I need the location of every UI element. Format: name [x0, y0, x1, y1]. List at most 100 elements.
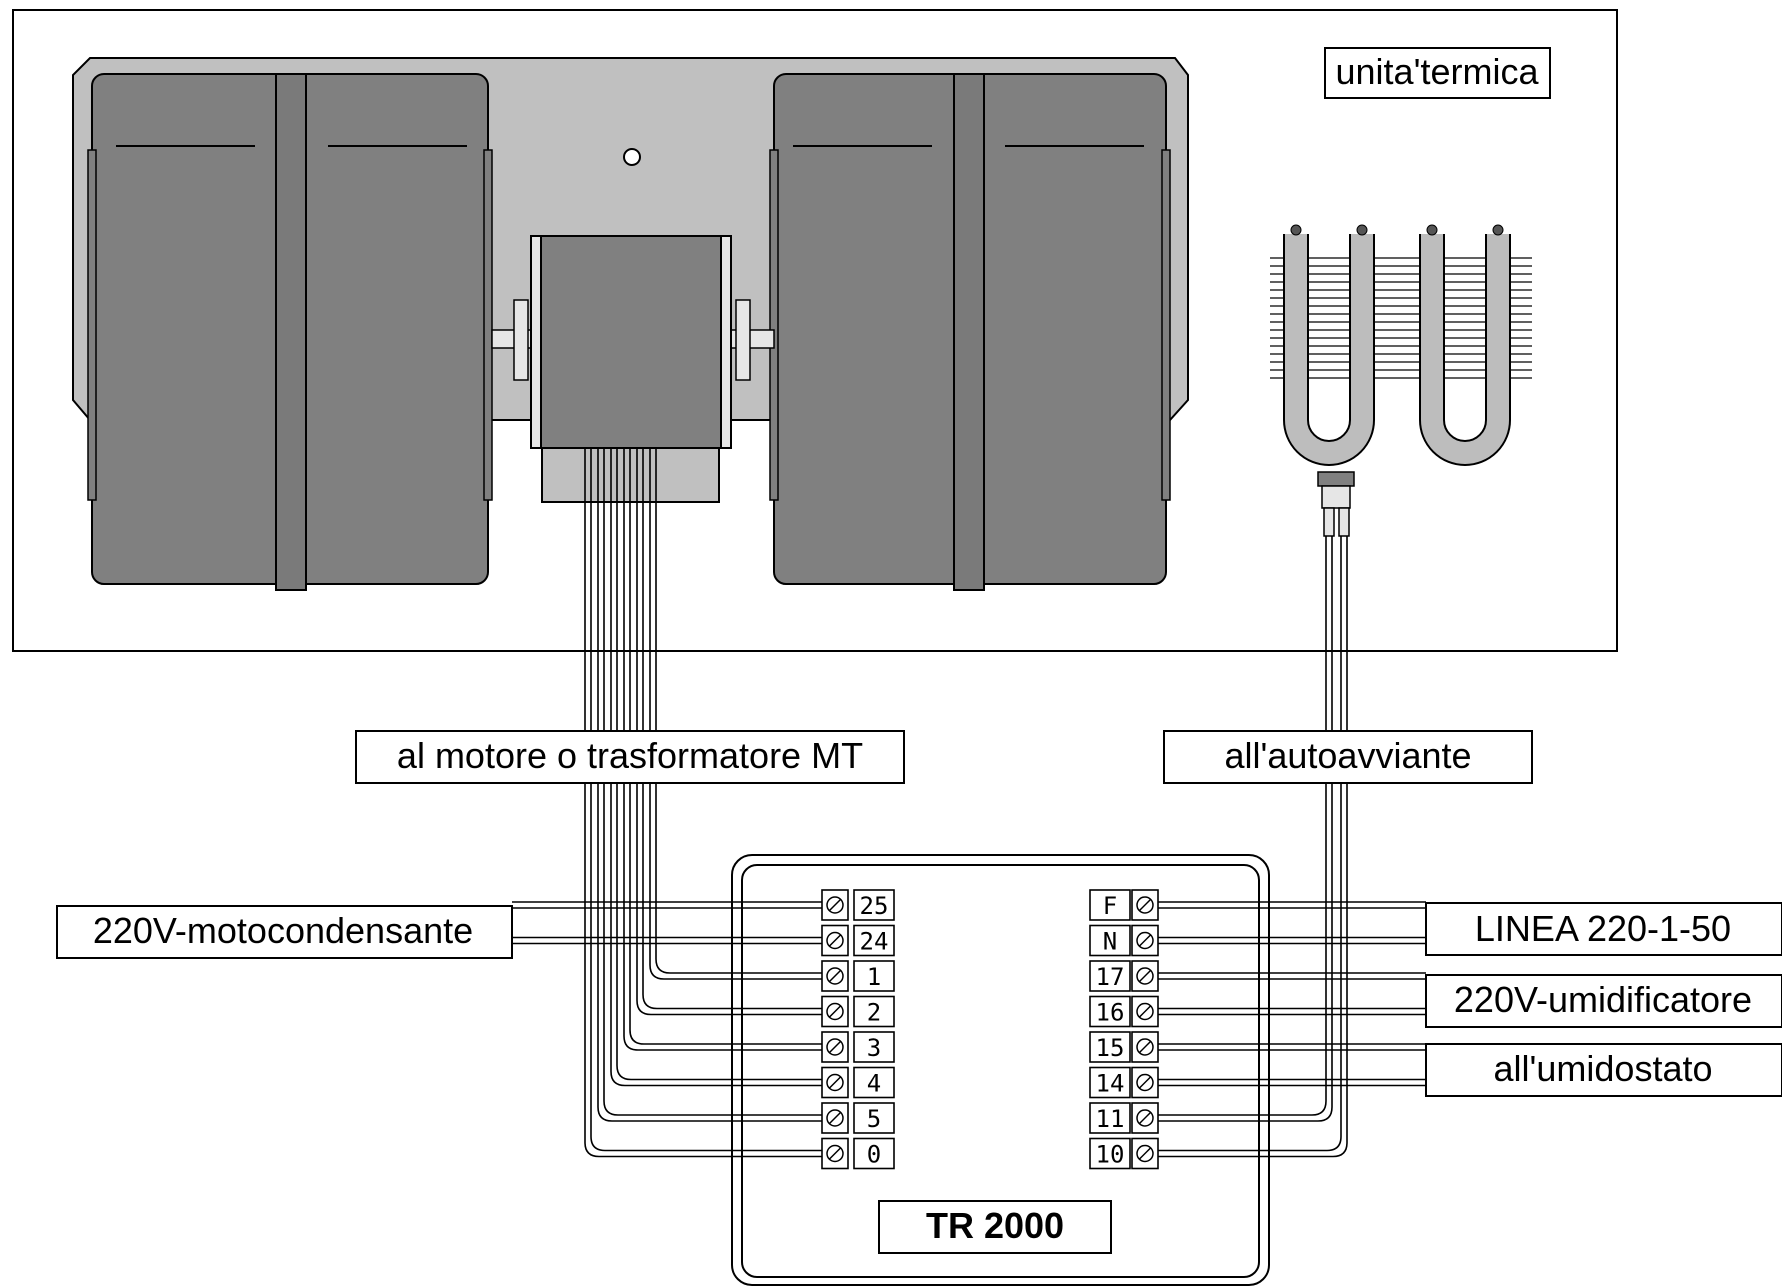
terminal-number: 2	[867, 999, 881, 1027]
humidistat-label-box	[1425, 1043, 1782, 1097]
terminal-number: 14	[1096, 1070, 1125, 1098]
terminal-number-box	[1089, 889, 1131, 921]
terminal: N	[1089, 924, 1159, 957]
blower-assembly	[72, 57, 1189, 591]
controller-label: TR 2000	[926, 1205, 1064, 1246]
terminal: 10	[1089, 1137, 1159, 1170]
terminal: 11	[1089, 1102, 1159, 1134]
screw-icon	[1136, 896, 1154, 914]
motor-wire	[642, 448, 822, 1010]
screw-icon	[826, 1002, 844, 1021]
terminal-number: 17	[1096, 963, 1125, 991]
terminal-number-box	[1089, 1102, 1131, 1134]
terminal-number-box	[1089, 924, 1131, 957]
right-blower-housing	[769, 73, 1171, 591]
motor-wire	[623, 448, 822, 1051]
terminal: 3	[821, 1031, 895, 1063]
terminal-number: 5	[867, 1105, 881, 1133]
terminal-number: 0	[867, 1141, 881, 1169]
motor-transformer-label-box	[355, 730, 905, 784]
terminal-number: 15	[1096, 1034, 1125, 1062]
terminal-number: 24	[860, 928, 889, 956]
terminal: 0	[821, 1137, 895, 1170]
screw-icon	[826, 931, 844, 950]
terminal: 16	[1089, 995, 1159, 1028]
condensing-unit-label: 220V-motocondensante	[93, 910, 473, 951]
thermal-unit-label: unita'termica	[1336, 51, 1540, 92]
humidifier-label: 220V-umidificatore	[1454, 979, 1752, 1020]
terminal-number: 4	[867, 1070, 881, 1098]
left-blower-housing	[87, 73, 493, 591]
terminal-number-box	[853, 1137, 895, 1170]
controller-label-box	[878, 1200, 1112, 1254]
screw-icon	[1136, 1002, 1154, 1021]
motor-wire	[610, 448, 822, 1087]
heater-wire	[1158, 536, 1342, 1152]
terminal: 14	[1089, 1066, 1159, 1099]
terminal-number: N	[1103, 928, 1117, 956]
motor-wire	[590, 448, 822, 1152]
heater-wire	[1158, 536, 1333, 1122]
motor-wire	[629, 448, 822, 1045]
screw-icon	[1136, 967, 1154, 985]
screw-icon	[826, 967, 844, 985]
screw-icon	[1136, 1109, 1154, 1127]
terminal-number: 1	[867, 963, 881, 991]
motor-wire	[636, 448, 822, 1016]
terminal: 2	[821, 995, 895, 1028]
terminal-number: 3	[867, 1034, 881, 1062]
terminal-number: 10	[1096, 1141, 1125, 1169]
terminal-number-box	[853, 1031, 895, 1063]
terminal-number-box	[853, 1102, 895, 1134]
screw-icon	[1136, 1073, 1154, 1092]
terminal-number-box	[853, 1066, 895, 1099]
motor-wire	[597, 448, 822, 1122]
terminal: 24	[821, 924, 895, 957]
terminal: 5	[821, 1102, 895, 1134]
screw-icon	[826, 1073, 844, 1092]
controller-inner-box	[741, 864, 1260, 1278]
screw-icon	[1136, 931, 1154, 950]
terminal-number-box	[853, 924, 895, 957]
autostarter-label: all'autoavviante	[1224, 735, 1471, 776]
terminal-block-left: 25 24 1 2 3 4 5 0	[821, 889, 895, 1170]
heater-connector	[1317, 471, 1355, 487]
terminal-block-right: FN 17 16 15 14 11 10	[1089, 889, 1159, 1170]
humidifier-label-box	[1425, 974, 1782, 1028]
thermal-unit-label-box	[1324, 47, 1551, 99]
terminal-number-box	[853, 960, 895, 992]
blower-motor	[530, 235, 732, 503]
terminal: 17	[1089, 960, 1159, 992]
motor-wire	[584, 448, 822, 1158]
motor-wires	[584, 448, 822, 1158]
humidistat-label: all'umidostato	[1494, 1048, 1713, 1089]
screw-icon	[826, 1109, 844, 1127]
terminal: 4	[821, 1066, 895, 1099]
mounting-hole	[623, 148, 641, 166]
motor-wire	[649, 448, 822, 980]
terminal: 1	[821, 960, 895, 992]
heater-wire	[1158, 536, 1348, 1158]
autostarter-label-box	[1163, 730, 1533, 784]
terminal-number-box	[1089, 1031, 1131, 1063]
line-label: LINEA 220-1-50	[1475, 908, 1731, 949]
terminal-number-box	[853, 889, 895, 921]
screw-icon	[826, 1144, 844, 1163]
controller-outer-box	[731, 854, 1270, 1286]
terminal: 15	[1089, 1031, 1159, 1063]
terminal: 25	[821, 889, 895, 921]
terminal-number: F	[1103, 892, 1117, 920]
terminal-number-box	[1089, 1137, 1131, 1170]
motor-wire	[655, 448, 822, 974]
screw-icon	[1136, 1144, 1154, 1163]
motor-wire	[616, 448, 822, 1081]
heater-wire	[1158, 536, 1327, 1116]
terminal-number-box	[1089, 995, 1131, 1028]
terminal-number: 16	[1096, 999, 1125, 1027]
terminal-number: 11	[1096, 1105, 1125, 1133]
condensing-unit-label-box	[56, 905, 513, 959]
motor-wire	[603, 448, 822, 1116]
terminal-number-box	[1089, 1066, 1131, 1099]
screw-icon	[1136, 1038, 1154, 1056]
